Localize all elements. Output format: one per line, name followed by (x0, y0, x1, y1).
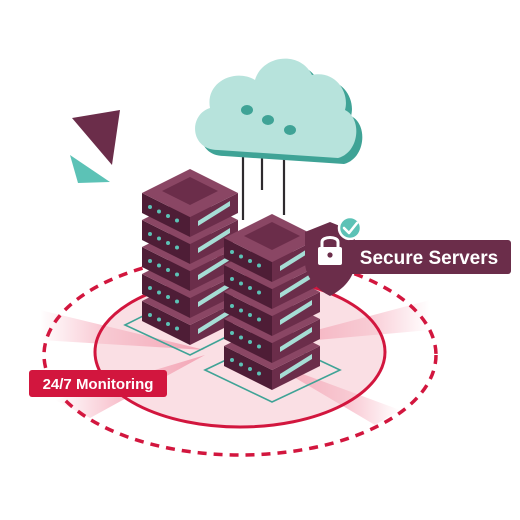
rack-unit-indicator-bar (280, 354, 312, 379)
rack-led-dot (239, 281, 243, 286)
rack-unit-left-face (142, 247, 190, 291)
checkmark-icon (337, 215, 363, 241)
rack-led-dot (175, 272, 179, 277)
rack-unit-indicator-bar (280, 300, 312, 325)
rack-unit-left-face (142, 220, 190, 264)
rack-unit-indicator-bar (280, 327, 312, 352)
rack-led-dot (166, 322, 170, 326)
secure-servers-label: Secure Servers (347, 240, 511, 274)
rack-led-dot (175, 299, 179, 304)
rack-led-dot (248, 340, 252, 344)
monitoring-label: 24/7 Monitoring (29, 370, 167, 397)
rack-led-dot (239, 254, 243, 259)
rack-led-dot (248, 313, 252, 317)
rack-led-dot (239, 308, 243, 313)
secure-servers-text: Secure Servers (360, 248, 498, 269)
rack-unit-indicator-bar (198, 228, 230, 253)
rack-led-dot (175, 326, 179, 331)
rack-led-dot (248, 286, 252, 290)
rack-led-dot (230, 358, 234, 362)
server-rack-icon (224, 214, 320, 390)
rack-led-dot (166, 241, 170, 245)
cloud-icon (195, 58, 363, 164)
rack-led-dot (230, 331, 234, 335)
rack-led-dot (248, 367, 252, 371)
rack-led-dot (166, 268, 170, 272)
server-rack-icon (142, 169, 238, 345)
rack-led-dot (175, 218, 179, 223)
rack-unit-left-face (224, 292, 272, 336)
rack-unit-indicator-bar (198, 282, 230, 307)
rack-led-dot (157, 317, 161, 322)
rack-unit-indicator-bar (198, 255, 230, 280)
rack-unit-left-face (224, 265, 272, 309)
rack-led-dot (157, 236, 161, 241)
rack-led-dot (148, 259, 152, 263)
rack-led-dot (157, 290, 161, 295)
rack-unit-indicator-bar (280, 273, 312, 298)
rack-led-dot (175, 245, 179, 250)
shield-lock-badge (305, 215, 363, 296)
rack-unit-indicator-bar (198, 201, 230, 226)
rack-led-dot (248, 259, 252, 263)
decor-triangle-teal (70, 155, 110, 183)
rack-led-dot (239, 335, 243, 340)
rack-led-dot (230, 277, 234, 281)
dashed-outer-ring (42, 253, 438, 457)
rack-led-dot (230, 304, 234, 308)
rack-led-dot (157, 209, 161, 214)
rack-led-dot (157, 263, 161, 268)
rack-unit-left-face (224, 319, 272, 363)
rack-led-dot (257, 317, 261, 322)
rack-led-dot (166, 295, 170, 299)
rack-led-dot (257, 263, 261, 268)
rack-led-dot (239, 362, 243, 367)
decor-triangle-plum (72, 110, 120, 165)
monitoring-text: 24/7 Monitoring (43, 376, 154, 393)
rack-led-dot (148, 205, 152, 209)
rack-led-dot (257, 371, 261, 376)
rack-led-dot (166, 214, 170, 218)
rack-led-dot (148, 232, 152, 236)
rack-unit-indicator-bar (198, 309, 230, 334)
rack-unit-indicator-bar (280, 246, 312, 271)
rack-led-dot (230, 250, 234, 254)
rack-top-panel (244, 222, 300, 250)
rack-unit-left-face (224, 238, 272, 282)
rack-unit-left-face (224, 346, 272, 390)
rack-unit-left-face (142, 274, 190, 318)
padlock-icon (318, 236, 342, 265)
rack-led-dot (148, 313, 152, 317)
rack-top-panel (162, 177, 218, 205)
rack-led-dot (257, 344, 261, 349)
rack-led-dot (257, 290, 261, 295)
rack-led-dot (148, 286, 152, 290)
rack-unit-left-face (142, 193, 190, 237)
rack-unit-left-face (142, 301, 190, 345)
